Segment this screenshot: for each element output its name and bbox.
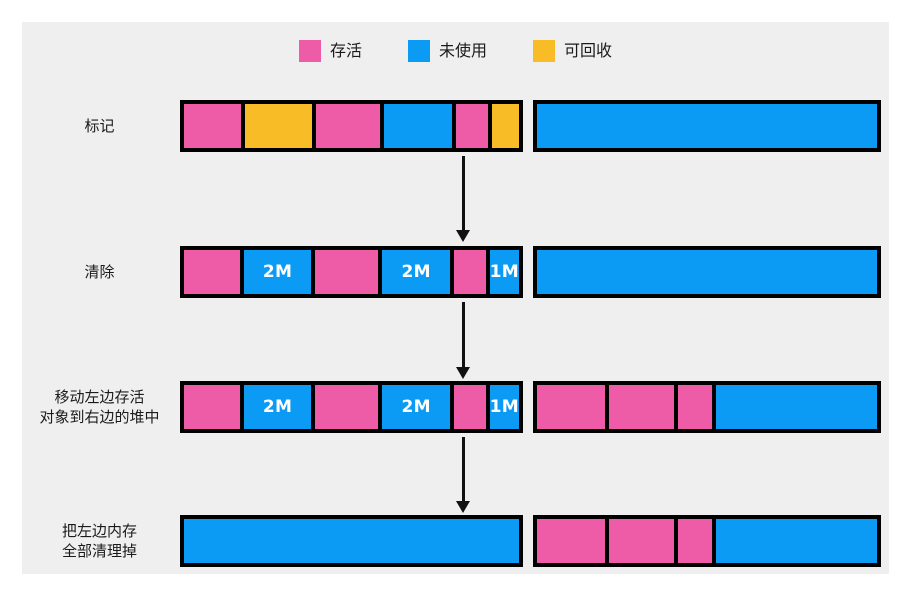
legend-label-reclaimable: 可回收 [564,41,613,60]
memory-segment [314,250,383,294]
arrow-head-icon [456,230,470,242]
memory-bar-right-row-1 [533,100,881,152]
arrow-head-icon [456,367,470,379]
memory-bar-left-row-2: 2M 2M 1M [180,246,523,298]
memory-segment [537,519,609,563]
memory-segment [678,519,716,563]
memory-segment [608,385,679,429]
legend-item-alive: 存活 [298,40,362,62]
memory-segment [184,104,245,148]
memory-segment [715,519,877,563]
legend-swatch-reclaimable [533,40,555,62]
arrow-head-icon [456,501,470,513]
memory-bar-left-row-4 [180,515,523,567]
memory-segment [244,104,316,148]
diagram-row-2: 清除 2M 2M 1M [22,246,889,298]
row-label-1: 标记 [84,117,115,135]
legend: 存活 未使用 可回收 [22,40,889,62]
memory-segment [453,250,490,294]
memory-segment: 2M [244,250,315,294]
memory-segment [453,385,490,429]
memory-segment: 2M [382,385,454,429]
memory-bar-right-row-3 [533,381,881,433]
arrow-line-icon [462,437,465,502]
legend-label-unused: 未使用 [438,41,487,60]
memory-segment: 1M [489,385,519,429]
memory-segment [537,250,877,294]
diagram-canvas: 存活 未使用 可回收 标记清除 2M 2M 1M 移动左边存活 对象到右边的堆中 2M 2M 1M… [22,22,889,574]
memory-segment [537,385,609,429]
arrow-line-icon [462,302,465,368]
row-label-2: 清除 [84,263,115,281]
diagram-row-4: 把左边内存 全部清理掉 [22,515,889,567]
arrow-line-icon [462,156,465,231]
row-label-4: 把左边内存 全部清理掉 [61,522,137,560]
memory-bar-right-row-2 [533,246,881,298]
legend-label-alive: 存活 [329,41,362,60]
memory-segment [314,385,383,429]
row-label-3: 移动左边存活 对象到右边的堆中 [39,388,160,426]
memory-segment: 2M [244,385,315,429]
memory-bar-right-row-4 [533,515,881,567]
legend-item-reclaimable: 可回收 [533,40,612,62]
memory-segment [184,385,245,429]
memory-segment [608,519,679,563]
memory-segment [315,104,385,148]
memory-bar-left-row-1 [180,100,523,152]
memory-segment: 2M [382,250,454,294]
memory-segment: 1M [489,250,519,294]
memory-segment [184,250,245,294]
memory-segment [715,385,877,429]
arrow-sweep-to-move [456,302,470,379]
legend-swatch-unused [407,40,430,62]
arrow-move-to-clean [456,437,470,513]
legend-item-unused: 未使用 [407,40,487,62]
memory-segment [537,104,877,148]
memory-segment [384,104,457,148]
memory-segment [184,519,519,563]
legend-swatch-alive [298,40,321,62]
diagram-row-3: 移动左边存活 对象到右边的堆中 2M 2M 1M [22,381,889,433]
memory-bar-left-row-3: 2M 2M 1M [180,381,523,433]
memory-segment [678,385,716,429]
memory-segment [456,104,493,148]
memory-segment [492,104,519,148]
diagram-row-1: 标记 [22,100,889,152]
arrow-mark-to-sweep [456,156,470,242]
